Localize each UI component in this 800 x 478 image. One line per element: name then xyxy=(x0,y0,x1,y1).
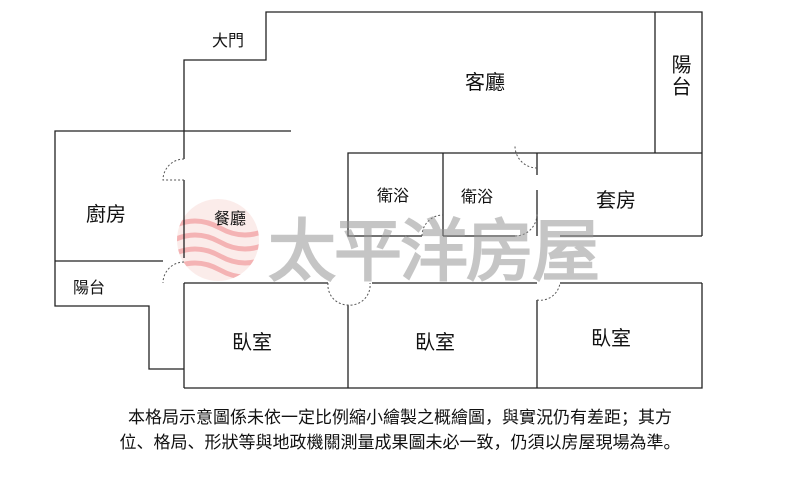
floor-plan xyxy=(54,11,703,389)
walls xyxy=(54,11,703,389)
room-label-living-room: 客廳 xyxy=(465,70,505,94)
room-label-kitchen: 廚房 xyxy=(86,202,126,226)
room-label-bedroom-1: 臥室 xyxy=(232,330,272,354)
disclaimer-line-2: 位、格局、形狀等與地政機關測量成果圖未必一致，仍須以房屋現場為準。 xyxy=(119,433,681,453)
brand-watermark: 太平洋房屋 xyxy=(268,212,600,292)
room-label-bathroom-2: 衛浴 xyxy=(461,187,494,206)
room-label-balcony-left: 陽台 xyxy=(73,278,106,297)
room-label-bathroom-1: 衛浴 xyxy=(377,186,410,205)
room-label-main-door: 大門 xyxy=(212,31,245,50)
door-swings xyxy=(162,145,561,306)
room-label-bedroom-3: 臥室 xyxy=(591,326,631,350)
room-label-bedroom-2: 臥室 xyxy=(415,330,455,354)
room-label-balcony-right: 陽台 xyxy=(668,54,692,98)
room-label-master-suite: 套房 xyxy=(596,188,636,212)
disclaimer: 本格局示意圖係未依一定比例縮小繪製之概繪圖，與實況仍有差距；其方 位、格局、形狀… xyxy=(0,406,800,456)
disclaimer-line-1: 本格局示意圖係未依一定比例縮小繪製之概繪圖，與實況仍有差距；其方 xyxy=(128,408,672,428)
room-label-dining-room: 餐廳 xyxy=(214,209,247,228)
